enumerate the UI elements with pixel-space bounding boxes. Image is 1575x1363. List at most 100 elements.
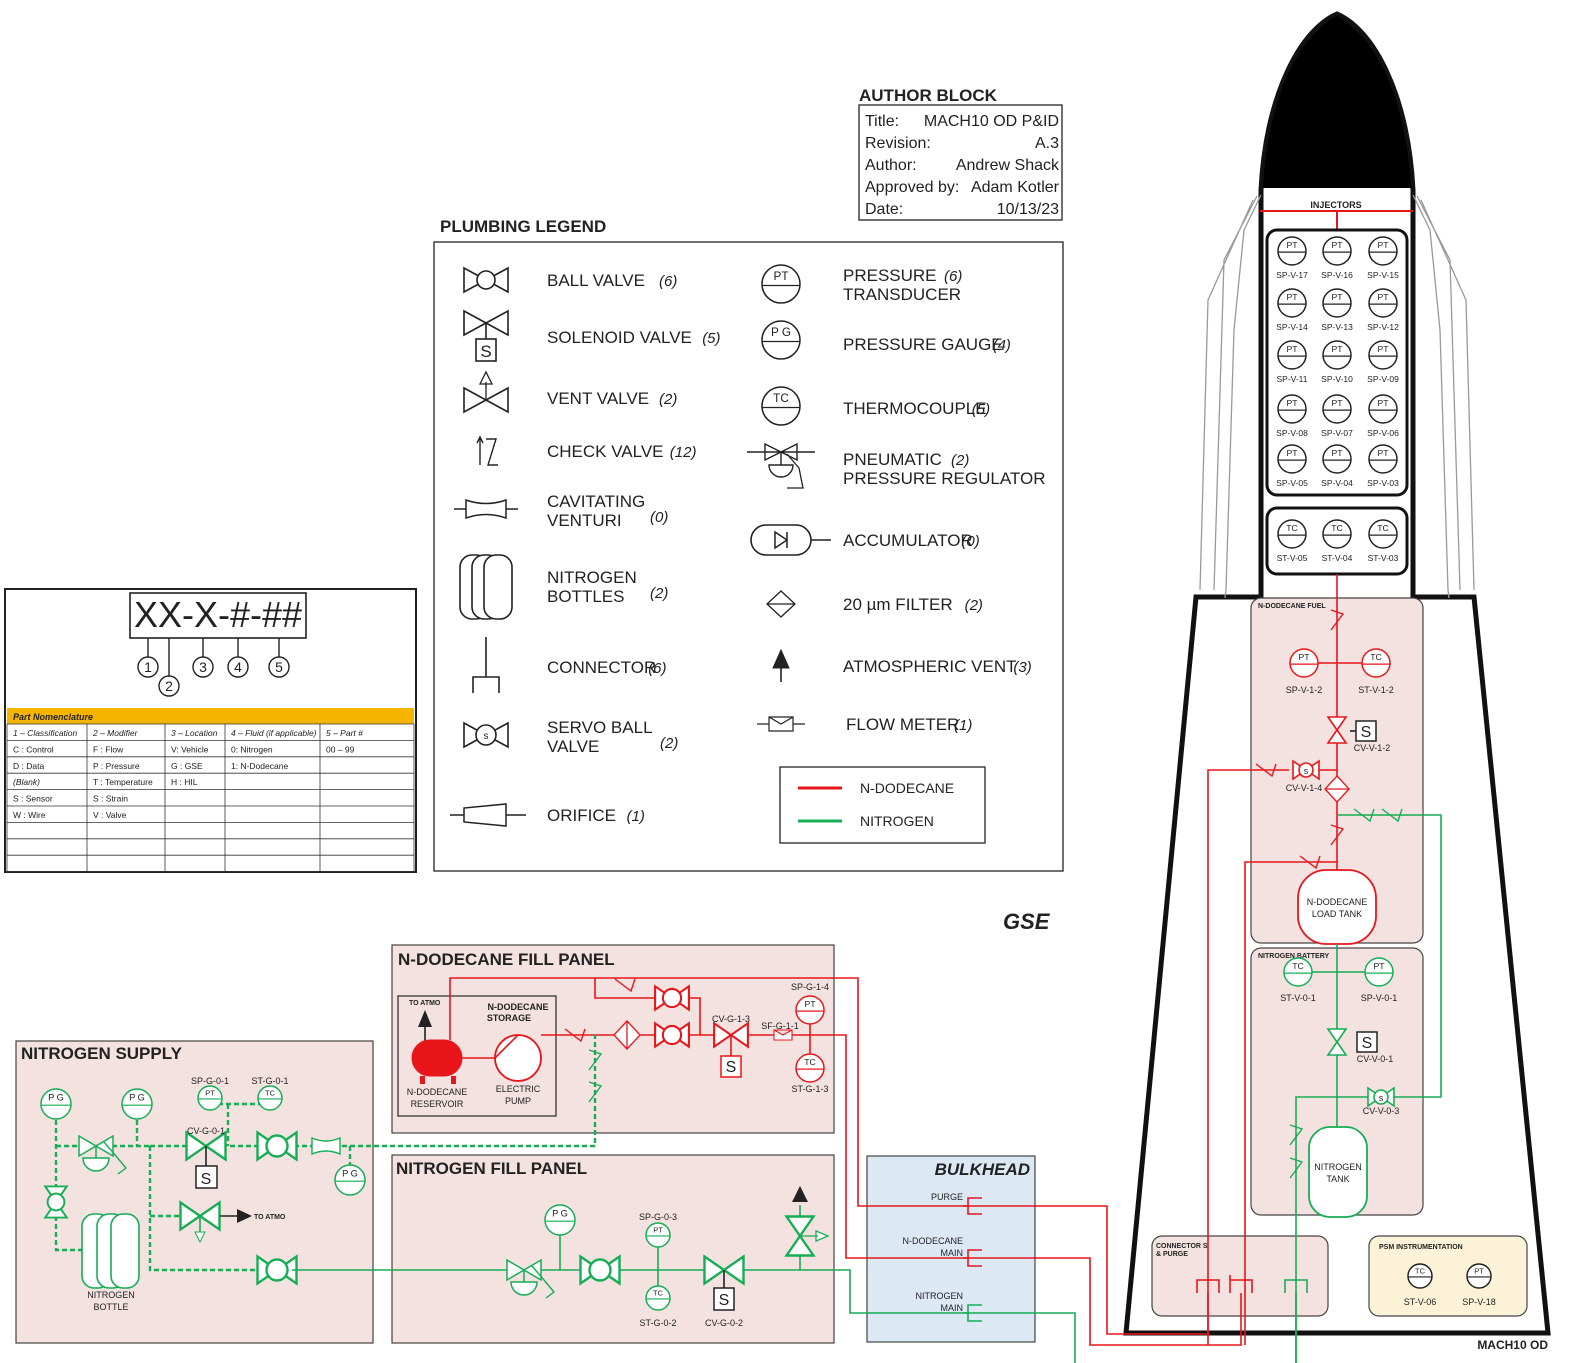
injector-thermocouple-circle <box>1277 519 1307 549</box>
bottle-label-2: BOTTLE <box>93 1302 128 1312</box>
nomenclature-cell: F : Flow <box>93 744 124 754</box>
injector-pressure-transducer-text: PT <box>1286 398 1298 408</box>
legend-item-accumulator: ACCUMULATOR(0) <box>750 524 980 556</box>
injector-pressure-transducer: PT <box>1368 288 1398 318</box>
nitrogen-main-out <box>982 1312 1076 1363</box>
reservoir-leg <box>420 1076 425 1084</box>
fill-ball-valve <box>579 1254 621 1286</box>
dodecane-to-vehicle <box>982 1257 1242 1346</box>
supply-atmo-arrow <box>237 1209 252 1223</box>
fluid-key <box>779 766 986 844</box>
to-atmo-label-supply: TO ATMO <box>254 1214 286 1221</box>
nomenclature-number: 4 <box>234 659 242 675</box>
legend-item-solenoid-valve: SOLENOID VALVE(5)S <box>463 309 721 362</box>
fuel-purge-check-valve <box>1299 855 1321 870</box>
nitrogen-fill-check-1 <box>1289 1124 1304 1146</box>
connector-icon <box>472 637 500 693</box>
electric-pump <box>494 1034 542 1082</box>
legend-count: (2) <box>951 452 969 469</box>
injector-pressure-transducer-text: PT <box>1377 448 1389 458</box>
legend-label: CONNECTOR <box>547 658 656 677</box>
fuel-thermocouple: TC <box>1361 648 1391 678</box>
supply-main-line <box>148 1146 262 1272</box>
injector-pt-tag: SP-V-10 <box>1321 374 1353 384</box>
connectors-label-2: & PURGE <box>1156 1251 1188 1258</box>
nomenclature-number-circle <box>192 656 214 678</box>
legend-item-pressure-gauge: PRESSURE GAUGE(4) <box>843 335 1011 354</box>
bulkhead-label: NITROGEN <box>915 1291 963 1301</box>
nitrogen-bottles-icon <box>459 554 513 620</box>
nomenclature-number-circle <box>137 656 159 678</box>
svg-text:s: s <box>484 731 489 742</box>
legend-item-vent-valve: VENT VALVE(2) <box>463 370 677 414</box>
dodecane-to-bulkhead <box>810 1034 982 1259</box>
author-row-label: Author: <box>865 157 917 174</box>
author-block <box>858 104 1063 221</box>
supply-pressure-gauge-2-circle <box>121 1088 153 1120</box>
injector-pressure-transducer: PT <box>1277 394 1307 424</box>
legend-pg-symbol-text: P G <box>771 326 791 339</box>
vehicle-connector <box>1229 1279 1253 1293</box>
injector-tc-tag: ST-V-03 <box>1368 553 1399 563</box>
legend-label: PRESSURE <box>843 266 937 285</box>
dodecane-bypass-return <box>688 997 701 1035</box>
nitrogen-servo-ball-valve-ball <box>1373 1089 1389 1105</box>
reservoir-leg <box>451 1076 456 1084</box>
legend-item-thermocouple: THERMOCOUPLE(5) <box>843 399 990 418</box>
dodecane-bypass-ball-valve <box>654 984 690 1012</box>
legend-label: BALL VALVE <box>547 271 645 290</box>
servo-ball-valve-icon: s <box>463 721 509 749</box>
fill-pressure-transducer-text: PT <box>653 1225 663 1234</box>
author-row-label: Approved by: <box>865 179 959 196</box>
dodecane-fill-check <box>564 1028 586 1043</box>
gse-label: GSE <box>1003 909 1051 934</box>
legend-label: PRESSURE GAUGE <box>843 335 1003 354</box>
reservoir-label-1: N-DODECANE <box>407 1087 468 1097</box>
dodecane-fuel-title: N-DODECANE FUEL <box>1258 603 1326 610</box>
thermocouple-symbol: TC <box>761 386 801 426</box>
dodecane-bypass-ball-valve-ball <box>661 987 683 1009</box>
nitrogen-fill-check-2 <box>1289 1157 1304 1179</box>
psm-thermocouple: TC <box>1407 1263 1433 1289</box>
fuel-tc-tag: ST-V-1-2 <box>1358 685 1394 695</box>
fuel-solenoid-letter: S <box>1361 724 1372 741</box>
nitrogen-pressure-transducer-text: PT <box>1373 961 1385 971</box>
legend-pt-symbol-circle <box>761 264 801 304</box>
psm-pt-tag: SP-V-18 <box>1462 1297 1496 1307</box>
fill-thermocouple-circle <box>645 1285 671 1311</box>
nomenclature-code-box <box>129 592 307 639</box>
vehicle-connector <box>1284 1279 1308 1293</box>
legend-tc-symbol-text: TC <box>773 392 789 405</box>
fuel-purge-line <box>1244 861 1337 1345</box>
fuel-cv-1-2-tag: CV-V-1-2 <box>1354 743 1391 753</box>
nitrogen-thermocouple: TC <box>1283 957 1313 987</box>
injector-pressure-transducer: PT <box>1277 340 1307 370</box>
injector-pressure-transducer: PT <box>1368 236 1398 266</box>
nomenclature-column-header: 3 – Location <box>171 728 218 738</box>
injector-pt-tag: SP-V-17 <box>1276 270 1308 280</box>
fuel-solenoid-valve-body <box>1326 716 1348 744</box>
injector-pressure-transducer-text: PT <box>1377 398 1389 408</box>
nomenclature-number: 3 <box>199 659 207 675</box>
author-row-label: Title: <box>865 113 899 130</box>
pump-impeller <box>494 1034 519 1059</box>
author-row-value: Adam Kotler <box>971 179 1060 196</box>
injector-pressure-transducer-text: PT <box>1331 292 1343 302</box>
nitrogen-check-valve-2 <box>1381 808 1403 823</box>
accumulator-icon <box>750 524 831 556</box>
fill-pressure-regulator <box>506 1258 556 1299</box>
nomenclature-cell: V: Vehicle <box>171 744 209 754</box>
nitrogen-fill-line <box>1295 1096 1337 1363</box>
nitrogen-purge-line <box>350 1035 597 1148</box>
supply-ball-valve <box>256 1130 298 1162</box>
injector-pressure-transducer-circle <box>1368 340 1398 370</box>
injector-pressure-transducer-circle <box>1368 236 1398 266</box>
author-row-value: A.3 <box>1035 135 1059 152</box>
pump-label-2: PUMP <box>505 1096 531 1106</box>
bulkhead-label-2: MAIN <box>941 1248 964 1258</box>
legend-count: (2) <box>965 597 983 614</box>
injector-pressure-transducer: PT <box>1277 288 1307 318</box>
fuel-thermocouple-text: TC <box>1370 652 1382 662</box>
